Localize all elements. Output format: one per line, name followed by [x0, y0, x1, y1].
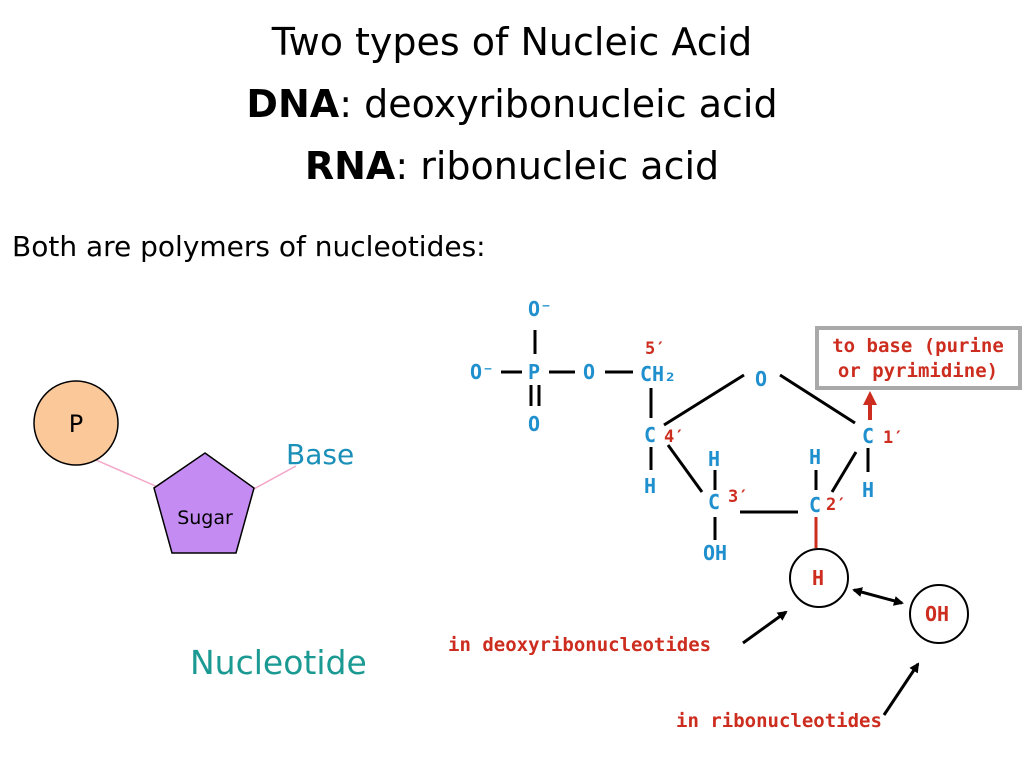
title-line-dna: DNA: deoxyribonucleic acid: [0, 76, 1024, 132]
deoxy-arrow: [742, 610, 788, 645]
atom-c2: C: [809, 493, 821, 517]
atom-c3: C: [708, 490, 720, 514]
bond-c4-ring-o: [663, 373, 745, 427]
atom-c4: C: [644, 423, 656, 447]
sugar-base-link: [251, 465, 297, 491]
atom-o-bottom: O: [528, 412, 540, 436]
atom-h-c4: H: [644, 474, 656, 498]
atom-o-link: O: [583, 360, 595, 384]
oh-circle: [909, 584, 969, 644]
title-line-rna: RNA: ribonucleic acid: [0, 138, 1024, 194]
prime-4: 4′: [664, 427, 684, 447]
swap-arrow: [852, 587, 904, 606]
oh-circle-label: OH: [925, 602, 949, 626]
atom-ch2: CH₂: [640, 362, 676, 386]
phosphate-label: P: [69, 410, 83, 438]
to-base-line-2: or pyrimidine): [838, 360, 998, 382]
deoxyribose-structure: [501, 326, 1022, 716]
atom-o-top: O⁻: [528, 297, 552, 321]
atom-o-left: O⁻: [470, 360, 494, 384]
phosphate-circle: [33, 380, 119, 466]
to-base-line-1: to base (purine: [832, 335, 1004, 357]
bond-c4-c3: [666, 444, 704, 493]
atom-h-c2: H: [809, 445, 821, 469]
rna-full: : ribonucleic acid: [395, 144, 720, 188]
bond-c2-c1: [830, 451, 858, 493]
nucleotide-caption: Nucleotide: [190, 643, 367, 682]
sugar-label: Sugar: [177, 507, 233, 529]
subtitle: Both are polymers of nucleotides:: [12, 230, 486, 263]
atom-oh-c3: OH: [703, 541, 727, 565]
sugar-pentagon: [153, 452, 255, 554]
dna-abbr: DNA: [246, 82, 340, 126]
bond-ring-o-c1: [779, 373, 856, 425]
rna-abbr: RNA: [304, 144, 396, 188]
ribo-label: in ribonucleotides: [676, 710, 882, 732]
atom-p: P: [528, 360, 540, 384]
atom-h-c3: H: [708, 447, 720, 471]
prime-3: 3′: [728, 487, 748, 507]
deoxy-label: in deoxyribonucleotides: [448, 634, 711, 656]
schematic-nucleotide: P Sugar Base Nucleotide: [33, 380, 367, 682]
phosphate-sugar-link: [95, 459, 161, 489]
h-circle: [789, 548, 849, 608]
dna-full: : deoxyribonucleic acid: [339, 82, 778, 126]
atom-ring-o: O: [755, 367, 767, 391]
ribo-arrow: [882, 662, 920, 716]
title-line-1: Two types of Nucleic Acid: [271, 20, 753, 64]
prime-2: 2′: [826, 495, 846, 515]
h-circle-label: H: [812, 566, 824, 590]
to-base-box: [815, 326, 1022, 390]
prime-5: 5′: [645, 339, 665, 359]
atom-c1: C: [862, 424, 874, 448]
atom-h-c1: H: [862, 478, 874, 502]
base-label: Base: [286, 438, 354, 471]
prime-1: 1′: [883, 428, 903, 448]
